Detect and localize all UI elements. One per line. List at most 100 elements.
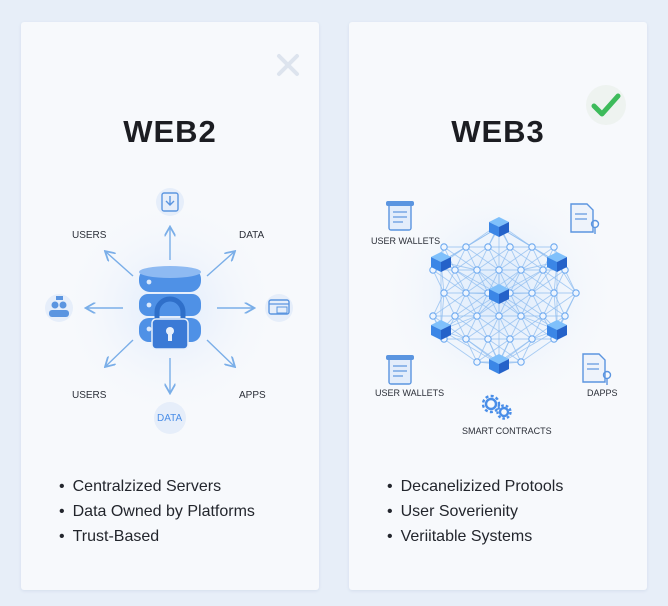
network-link [531, 315, 544, 340]
network-link [476, 246, 489, 271]
network-link [476, 338, 489, 363]
network-link [564, 269, 577, 294]
network-link [465, 315, 478, 340]
cube-node-icon [547, 320, 567, 340]
network-link [509, 315, 544, 340]
network-node [473, 358, 481, 366]
check-icon [586, 85, 626, 125]
label-dapps: DAPPS [587, 388, 618, 398]
close-icon [277, 54, 299, 76]
network-link [542, 292, 555, 317]
users-group-icon [45, 294, 73, 322]
network-node [473, 266, 481, 274]
network-node [517, 312, 525, 320]
network-link [520, 246, 555, 271]
network-link [443, 269, 478, 294]
network-node [550, 289, 558, 297]
network-cube-nodes [431, 217, 567, 374]
app-window-icon [265, 294, 293, 322]
web2-title: WEB2 [123, 114, 217, 149]
data-bubble [154, 402, 186, 434]
network-link [520, 338, 555, 363]
cube-node-icon [431, 320, 451, 340]
network-link [465, 269, 478, 294]
list-item: Trust-Based [59, 524, 255, 549]
network-node [462, 335, 470, 343]
list-item: Data Owned by Platforms [59, 499, 255, 524]
network-link [432, 292, 445, 317]
label-users-top: USERS [72, 230, 107, 241]
network-node [495, 312, 503, 320]
network-link [465, 269, 500, 294]
network-link [454, 246, 467, 271]
network-node [462, 289, 470, 297]
network-link [476, 246, 511, 271]
network-link [454, 292, 467, 317]
network-node [572, 289, 580, 297]
web2-diagram-svg [45, 188, 293, 434]
network-link [440, 293, 500, 331]
network-link [476, 338, 511, 363]
gears-icon [481, 394, 512, 420]
wallet-document-icon [386, 355, 414, 385]
list-item: Veriitable Systems [387, 524, 563, 549]
web3-title: WEB3 [451, 114, 545, 149]
network-node [506, 335, 514, 343]
cube-node-icon [547, 252, 567, 272]
network-link [487, 315, 500, 340]
label-user-wallets-bottom: USER WALLETS [375, 388, 445, 398]
network-link [454, 292, 489, 317]
wallet-document-icon [386, 201, 414, 231]
download-icon [156, 188, 184, 216]
network-link [443, 269, 456, 294]
document-key-icon [582, 353, 612, 385]
network-node [561, 312, 569, 320]
network-link [465, 315, 500, 340]
network-link [509, 315, 522, 340]
network-link [432, 269, 445, 294]
document-key-icon [570, 203, 600, 234]
network-link [432, 292, 467, 317]
list-item: User Soverienity [387, 499, 563, 524]
network-link [520, 246, 533, 271]
network-link [498, 292, 533, 317]
lock-icon [151, 296, 189, 350]
network-link [454, 246, 489, 271]
network-link [498, 246, 533, 271]
network-node [517, 266, 525, 274]
network-node [528, 335, 536, 343]
label-users-bottom: USERS [72, 390, 107, 401]
cube-node-icon [431, 252, 451, 272]
network-link [476, 292, 489, 317]
network-node [528, 289, 536, 297]
network-node [440, 243, 448, 251]
network-link [509, 269, 544, 294]
network-node [462, 243, 470, 251]
cube-node-icon [489, 354, 509, 374]
web2-arrows [87, 228, 253, 392]
web2-card: WEB2 [21, 22, 319, 590]
web2-bullet-list: Centralzized Servers Data Owned by Platf… [59, 474, 255, 549]
web3-bullet-list: Decanelizized Protools User Soverienity … [387, 474, 564, 549]
network-link [520, 292, 555, 317]
web3-diagram: USER WALLETS USER WALLETS DAPPS SMART CO… [349, 172, 647, 452]
label-apps: APPS [239, 390, 266, 401]
network-node [440, 289, 448, 297]
network-link [487, 315, 522, 340]
network-link [509, 269, 522, 294]
cube-node-icon [489, 284, 509, 304]
network-node [473, 312, 481, 320]
network-node [528, 243, 536, 251]
network-node [539, 312, 547, 320]
network-link [542, 292, 577, 317]
network-node [517, 358, 525, 366]
web2-diagram: USERS DATA USERS APPS DATA [21, 172, 319, 452]
network-link [465, 338, 478, 363]
network-link [531, 269, 544, 294]
web3-card: WEB3 [349, 22, 647, 590]
list-item: Centralzized Servers [59, 474, 255, 499]
label-smart-contracts: SMART CONTRACTS [462, 426, 552, 436]
network-link [520, 338, 533, 363]
network-link [498, 293, 558, 331]
label-data-top: DATA [239, 230, 265, 241]
